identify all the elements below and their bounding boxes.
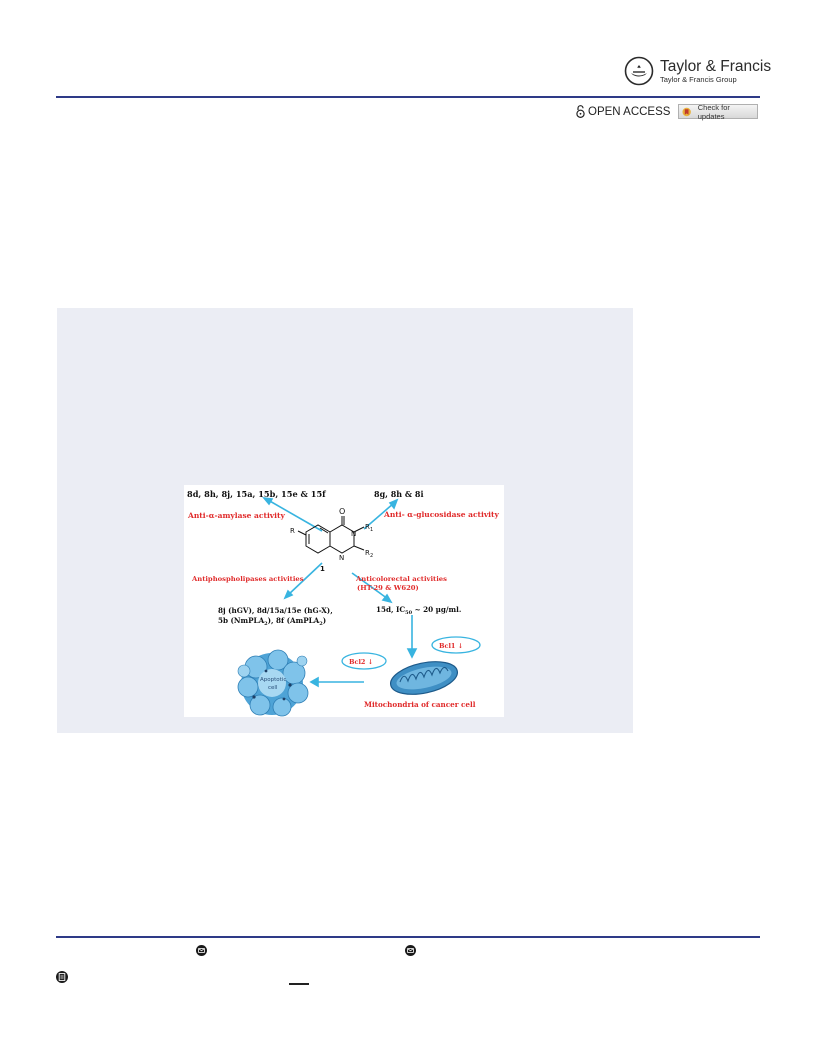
open-access-label: OPEN ACCESS xyxy=(588,105,671,118)
structure-r: R xyxy=(290,527,295,535)
crossmark-icon xyxy=(682,107,692,116)
bcl2-oval xyxy=(341,652,387,670)
colorectal-activity-line1: Anticolorectal activities xyxy=(355,575,447,583)
bcl1-oval xyxy=(431,636,481,654)
phospholipase-compounds-line2: 5b (NmPLA2), 8f (AmPLA2) xyxy=(218,616,326,627)
amylase-activity-label: Anti-α-amylase activity xyxy=(187,511,285,520)
mitochondria-label: Mitochondria of cancer cell xyxy=(364,700,476,709)
footer-underline-fragment xyxy=(289,983,309,985)
structure-r2-subscript: 2 xyxy=(370,553,373,559)
publisher-name: Taylor & Francis xyxy=(660,57,772,75)
arrow-to-amylase xyxy=(267,499,323,532)
glucosidase-compounds: 8g, 8h & 8i xyxy=(374,489,424,499)
bcl1-label: Bcl1 ↓ xyxy=(439,642,463,650)
header-rule xyxy=(56,96,760,98)
arrow-to-phospholipase xyxy=(287,562,323,596)
arrowhead-mitochondria xyxy=(406,648,418,659)
arrowhead-colorectal xyxy=(381,593,393,604)
publisher-logo[interactable]: Taylor & Francis Taylor & Francis Group xyxy=(624,56,771,86)
arrowhead-phospholipase xyxy=(283,589,294,600)
phospholipase-activity-label: Antiphospholipases activities xyxy=(191,575,304,583)
access-row: OPEN ACCESS Check for updates xyxy=(576,102,759,121)
glucosidase-activity-label: Anti- α-glucosidase activity xyxy=(383,510,500,519)
graphical-abstract-image: 8d, 8h, 8j, 15a, 15b, 15e & 15f Anti-α-a… xyxy=(184,485,504,717)
mitochondrion-illustration xyxy=(389,661,459,695)
structure-r1: R xyxy=(365,523,370,531)
email-icon[interactable] xyxy=(196,945,207,956)
open-lock-icon xyxy=(576,105,585,118)
apoptotic-cell-illustration xyxy=(237,649,309,717)
arrow-to-colorectal xyxy=(351,572,389,600)
apoptotic-cell-label-line1: Apoptotic xyxy=(260,677,286,683)
publisher-lamp-icon xyxy=(624,56,654,86)
structure-carbonyl-o: O xyxy=(339,507,345,516)
supplementary-data-icon[interactable] xyxy=(56,971,68,983)
graphical-abstract-svg: 8d, 8h, 8j, 15a, 15b, 15e & 15f Anti-α-a… xyxy=(184,485,504,717)
arrowhead-glucosidase xyxy=(388,498,399,510)
open-access-badge[interactable]: OPEN ACCESS xyxy=(576,105,670,118)
ic50-value: 15d, IC50 ~ 20 µg/ml. xyxy=(376,605,461,616)
phospholipase-compounds-line1: 8j (hGV), 8d/15a/15e (hG-X), xyxy=(218,606,333,615)
footer-rule xyxy=(56,936,760,938)
bcl2-label: Bcl2 ↓ xyxy=(349,658,373,666)
check-for-updates-label: Check for updates xyxy=(697,102,730,121)
publisher-subtitle: Taylor & Francis Group xyxy=(660,75,737,84)
structure-n1: N xyxy=(339,554,344,562)
amylase-compounds: 8d, 8h, 8j, 15a, 15b, 15e & 15f xyxy=(187,489,326,499)
compound-number: 1 xyxy=(320,565,325,573)
activity-arrows xyxy=(262,496,418,688)
structure-n3: N xyxy=(351,530,356,538)
arrow-to-glucosidase xyxy=(363,502,395,530)
colorectal-activity-line2: (HT-29 & W620) xyxy=(357,584,419,592)
structure-r2: R xyxy=(365,549,370,557)
arrowhead-apoptosis xyxy=(309,676,319,688)
arrowhead-amylase xyxy=(262,496,274,506)
apoptotic-cell-label-line2: cell xyxy=(268,685,278,691)
quinazolinone-structure xyxy=(297,516,365,554)
check-for-updates-button[interactable]: Check for updates xyxy=(678,102,759,121)
structure-r1-subscript: 1 xyxy=(370,527,373,533)
email-icon-2[interactable] xyxy=(405,945,416,956)
